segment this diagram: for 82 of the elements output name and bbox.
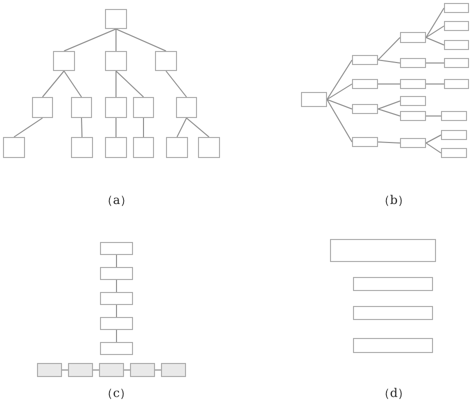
connector-line [186,118,210,138]
connector-line [426,37,444,46]
empty-box [441,111,467,121]
empty-box [441,130,467,140]
connector-line [326,99,352,142]
empty-box [100,242,133,255]
empty-box [352,137,378,147]
panel-label: （c） [101,386,132,400]
empty-box [166,137,188,158]
empty-box [100,292,133,305]
empty-box [100,317,133,330]
empty-box [353,277,433,291]
empty-box [161,363,186,377]
panel-label: （b） [378,193,410,207]
empty-box [444,58,469,68]
connector-line [378,100,400,110]
empty-box [100,342,133,355]
empty-box [400,32,426,43]
empty-box [400,96,426,106]
empty-box [400,58,426,68]
connector-line [42,70,64,98]
empty-box [400,79,426,89]
connector-line [426,142,442,154]
connector-line [326,84,352,100]
connector-line [116,254,117,268]
connector-line [64,70,82,98]
empty-box [133,137,154,158]
empty-box [352,104,378,114]
connector-line [116,28,166,52]
empty-box [155,51,177,71]
connector-line [116,280,117,292]
empty-box [444,40,469,50]
connector-line [81,118,82,138]
empty-box [99,363,124,377]
empty-box [133,97,154,118]
empty-box [53,51,75,71]
empty-box [68,363,93,377]
connector-line [378,37,400,60]
connector-line [166,70,187,98]
empty-box [32,97,53,118]
empty-box [71,97,92,118]
connector-line [326,99,352,110]
empty-box [301,92,327,107]
empty-box [444,79,469,89]
empty-box [105,97,127,118]
empty-box [353,306,433,320]
empty-box [444,3,469,13]
empty-box [130,363,155,377]
empty-box [400,138,426,148]
connector-line [143,118,144,138]
panel-label: （a） [101,193,132,207]
empty-box [352,55,378,65]
connector-line [116,304,117,318]
empty-box [353,338,433,353]
connector-line [14,118,43,138]
connector-line [116,330,117,342]
connector-line [426,62,444,64]
connector-line [378,60,400,64]
empty-box [105,137,127,158]
connector-line [426,8,444,38]
panel-label: （d） [378,386,410,400]
connector-line [64,28,116,52]
empty-box [444,21,469,31]
connector-line [426,134,442,144]
connector-line [378,142,400,144]
empty-box [400,111,426,121]
empty-box [71,137,93,158]
empty-box [105,51,127,71]
empty-box [105,9,127,29]
empty-box [198,137,220,158]
empty-box [441,148,467,158]
connector-line [116,70,144,98]
empty-box [3,137,25,158]
connector-line [176,118,187,138]
empty-box [176,97,197,118]
empty-box [330,239,436,262]
empty-box [352,79,378,89]
connector-line [378,108,400,116]
connector-line [426,26,444,38]
empty-box [37,363,62,377]
empty-box [100,267,133,280]
connector-line [326,60,352,100]
